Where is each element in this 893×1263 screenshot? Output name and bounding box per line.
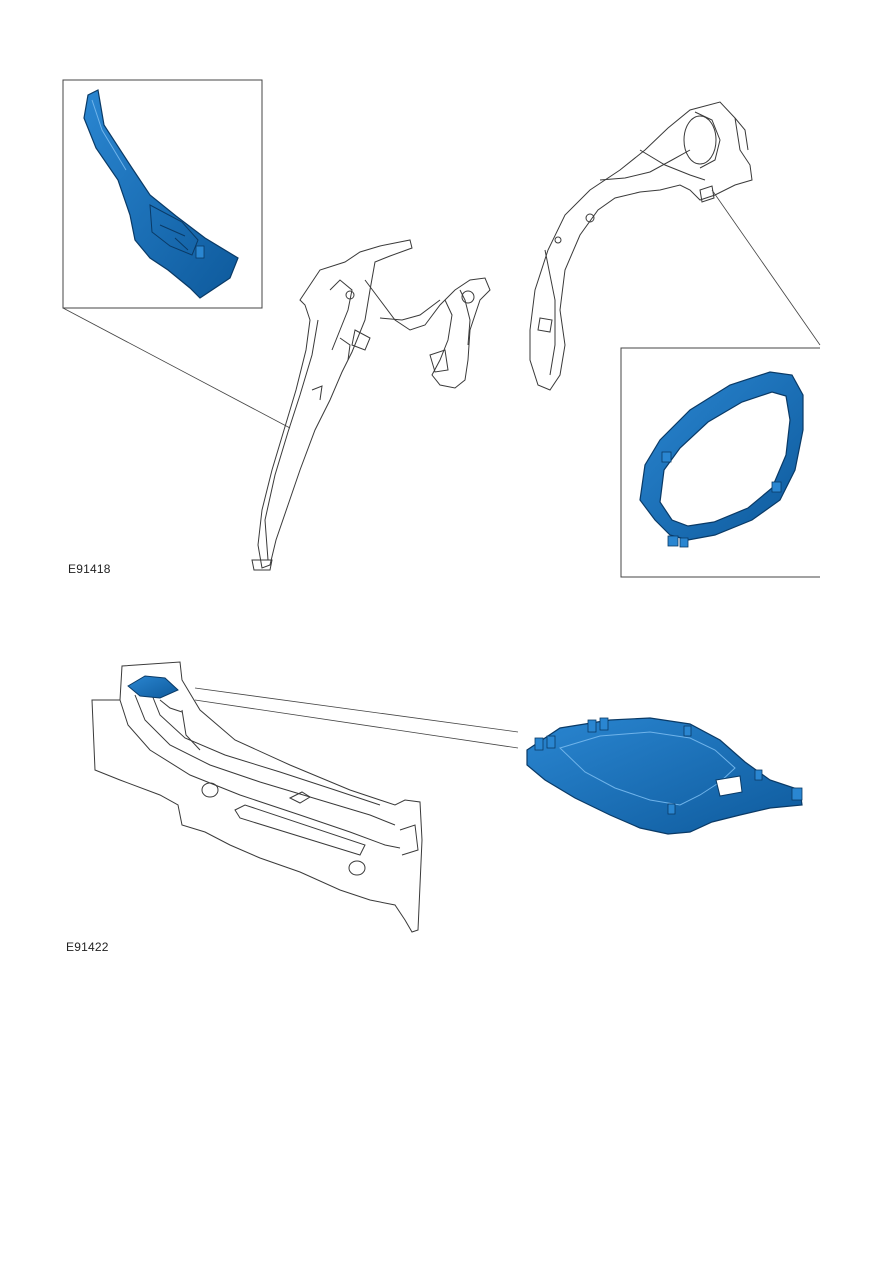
panel-highlight [127, 675, 179, 699]
figure-e91422: E91422 [0, 600, 893, 970]
leader-line-upper [194, 687, 519, 733]
side-frame-drawing [251, 239, 491, 571]
inset-frame-left [62, 79, 263, 309]
leader-line-right [711, 189, 821, 346]
figure-label: E91422 [66, 940, 109, 954]
cover-plate-part [526, 717, 803, 835]
inset-frame-right [620, 347, 820, 578]
rear-panel-drawing [91, 661, 423, 933]
ring-seal-part [639, 371, 804, 548]
leader-line-lower [194, 699, 519, 749]
figure-e91418: E91418 [0, 0, 893, 600]
figure-label: E91418 [68, 562, 111, 576]
figure-e91422-drawing [91, 661, 803, 933]
wheel-arch-drawing [529, 101, 753, 391]
pillar-seal-part [83, 89, 239, 299]
leader-line-left [62, 307, 291, 429]
figure-e91418-drawing [62, 79, 821, 578]
